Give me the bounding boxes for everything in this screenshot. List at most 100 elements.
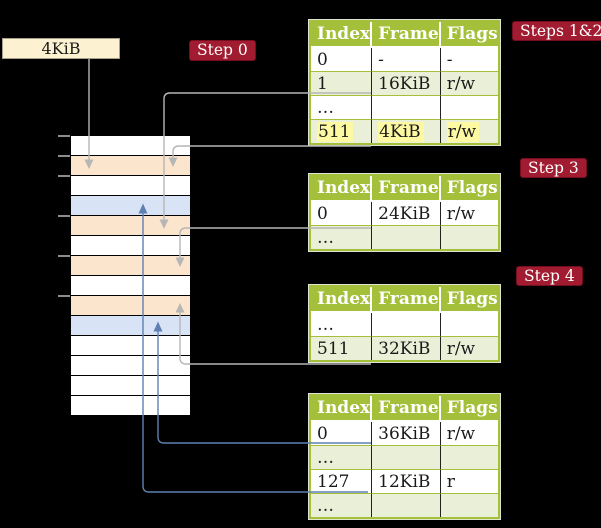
- memory-frame-row-10-blue: [71, 316, 190, 335]
- table-row: 0 36KiB r/w: [311, 422, 498, 446]
- memory-frame-row-5-peach: [71, 216, 190, 235]
- arrow-pt1-index511-to-frame-4kib: [168, 145, 371, 167]
- cell-index: 0: [311, 202, 373, 226]
- column-header-flags: Flags: [440, 396, 498, 422]
- cell-frame: 12KiB: [372, 470, 441, 494]
- frame-size-box: 4KiB: [2, 38, 120, 59]
- column-header-index: Index: [311, 176, 373, 202]
- cell-frame: 36KiB: [372, 422, 441, 446]
- cell-index: 1: [311, 72, 373, 96]
- memory-tick-mark: [58, 175, 70, 177]
- cell-index: 511: [311, 120, 373, 143]
- column-header-flags: Flags: [440, 22, 498, 48]
- cell-index: …: [311, 226, 373, 249]
- column-header-frame: Frame: [372, 176, 441, 202]
- cell-flags: r/w: [440, 337, 498, 360]
- badge-step-3: Step 3: [520, 158, 587, 178]
- table-header-row: Index Frame Flags: [311, 287, 498, 313]
- cell-index: …: [311, 96, 373, 120]
- cell-index: 0: [311, 422, 373, 446]
- cell-flags: [440, 446, 498, 470]
- memory-frame-row-12-white: [71, 356, 190, 375]
- column-header-index: Index: [311, 396, 373, 422]
- memory-frame-row-8-white: [71, 276, 190, 295]
- column-header-flags: Flags: [440, 176, 498, 202]
- cell-frame: 24KiB: [372, 202, 441, 226]
- cell-index: …: [311, 313, 373, 337]
- column-header-frame: Frame: [372, 22, 441, 48]
- connector-line: [172, 145, 371, 158]
- cell-frame: [372, 446, 441, 470]
- badge-step-4: Step 4: [516, 266, 583, 286]
- table-row: 1 16KiB r/w: [311, 72, 498, 96]
- table-row: 0 - -: [311, 48, 498, 72]
- memory-tick-mark: [58, 255, 70, 257]
- table-header-row: Index Frame Flags: [311, 22, 498, 48]
- column-header-frame: Frame: [372, 396, 441, 422]
- cell-index: …: [311, 494, 373, 517]
- cell-flags: [440, 313, 498, 337]
- memory-tick-mark: [58, 215, 70, 217]
- table-row: 127 12KiB r: [311, 470, 498, 494]
- page-table-step-4: Index Frame Flags … 511 32KiB r/w: [308, 284, 501, 363]
- table-row: …: [311, 494, 498, 517]
- table-row: …: [311, 313, 498, 337]
- memory-frame-row-1-white: [71, 136, 190, 155]
- memory-frame-row-11-white: [71, 336, 190, 355]
- table-row: …: [311, 446, 498, 470]
- table-row-highlighted: 511 4KiB r/w: [311, 120, 498, 143]
- table-header-row: Index Frame Flags: [311, 396, 498, 422]
- table-row: …: [311, 96, 498, 120]
- badge-step-0: Step 0: [189, 40, 256, 61]
- cell-flags: -: [440, 48, 498, 72]
- cell-frame: [372, 313, 441, 337]
- physical-memory-column: [71, 136, 190, 416]
- cell-frame: [372, 226, 441, 249]
- column-header-frame: Frame: [372, 287, 441, 313]
- highlight-value: 511: [317, 121, 354, 142]
- cell-frame: 4KiB: [372, 120, 441, 143]
- memory-frame-row-6-white: [71, 236, 190, 255]
- memory-frame-row-7-peach: [71, 256, 190, 275]
- memory-tick-mark: [58, 295, 70, 297]
- cell-flags: r/w: [440, 422, 498, 446]
- frame-size-label: 4KiB: [41, 39, 81, 58]
- table-row: …: [311, 226, 498, 249]
- badge-steps-1-2: Steps 1&2: [512, 21, 601, 41]
- memory-frame-row-9-peach: [71, 296, 190, 315]
- cell-flags: r: [440, 470, 498, 494]
- column-header-index: Index: [311, 22, 373, 48]
- page-table-step-3: Index Frame Flags 0 24KiB r/w …: [308, 173, 501, 252]
- cell-frame: [372, 494, 441, 517]
- cell-flags: r/w: [440, 72, 498, 96]
- memory-tick-mark: [58, 155, 70, 157]
- memory-frame-row-4-blue: [71, 196, 190, 215]
- cell-index: 127: [311, 470, 373, 494]
- memory-tick-mark: [58, 135, 70, 137]
- column-header-index: Index: [311, 287, 373, 313]
- table-row: 0 24KiB r/w: [311, 202, 498, 226]
- cell-flags: [440, 226, 498, 249]
- table-header-row: Index Frame Flags: [311, 176, 498, 202]
- memory-frame-row-13-white: [71, 376, 190, 395]
- page-table-steps-1-2: Index Frame Flags 0 - - 1 16KiB r/w … 51…: [308, 19, 501, 146]
- table-row: 511 32KiB r/w: [311, 337, 498, 360]
- cell-frame: 32KiB: [372, 337, 441, 360]
- cell-frame: 16KiB: [372, 72, 441, 96]
- column-header-flags: Flags: [440, 287, 498, 313]
- memory-frame-row-14-white: [71, 396, 190, 415]
- cell-index: 511: [311, 337, 373, 360]
- page-table-final-level: Index Frame Flags 0 36KiB r/w … 127 12Ki…: [308, 393, 501, 520]
- cell-frame: [372, 96, 441, 120]
- highlight-value: r/w: [446, 121, 480, 142]
- highlight-value: 4KiB: [378, 121, 424, 142]
- cell-flags: [440, 96, 498, 120]
- cell-index: 0: [311, 48, 373, 72]
- memory-frame-row-3-white: [71, 176, 190, 195]
- cell-flags: [440, 494, 498, 517]
- cell-index: …: [311, 446, 373, 470]
- cell-frame: -: [372, 48, 441, 72]
- cell-flags: r/w: [440, 120, 498, 143]
- memory-frame-row-2-peach: [71, 156, 190, 175]
